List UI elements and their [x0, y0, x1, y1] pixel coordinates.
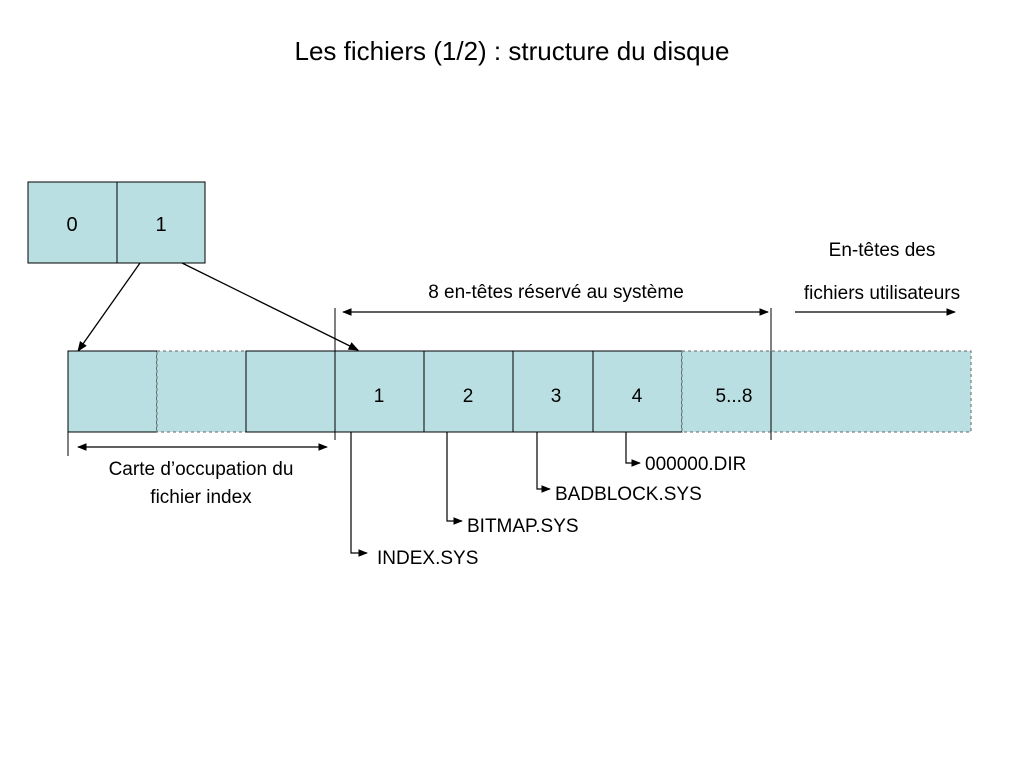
index-map-block-2 — [156, 350, 247, 433]
pointer-index-sys — [350, 432, 368, 557]
user-headers-label-line1: En-têtes des — [829, 240, 936, 261]
system-header-4 — [592, 350, 683, 433]
disk-strip: 1 2 3 4 5...8 — [67, 308, 972, 440]
index-map-label-line2: fichier index — [150, 487, 252, 508]
system-header-1-label: 1 — [374, 386, 385, 407]
boot-block-0-label: 0 — [66, 214, 77, 236]
system-header-2-label: 2 — [463, 386, 474, 407]
system-header-5-8-label: 5...8 — [716, 386, 753, 407]
pointer-bitmap-sys — [446, 432, 463, 525]
system-header-3-label: 3 — [551, 386, 562, 407]
file-index-sys: INDEX.SYS — [377, 548, 478, 569]
system-header-3 — [512, 350, 594, 433]
arrow-to-index-map — [77, 262, 141, 352]
remaining-headers-region — [681, 350, 972, 433]
file-bitmap-sys: BITMAP.SYS — [467, 516, 579, 537]
system-header-2 — [423, 350, 514, 433]
boot-block-1-label: 1 — [155, 214, 166, 236]
file-dir: 000000.DIR — [645, 454, 746, 475]
slide-title: Les fichiers (1/2) : structure du disque — [294, 36, 730, 66]
pointer-dir — [625, 432, 641, 467]
boot-block-1 — [116, 181, 206, 264]
index-map-block-1 — [67, 350, 158, 433]
boot-blocks: 0 1 — [27, 181, 206, 264]
arrow-to-index-header — [181, 262, 359, 351]
boot-block-0 — [27, 181, 118, 264]
index-map-block-3 — [245, 350, 336, 433]
system-header-1 — [334, 350, 425, 433]
index-map-label-line1: Carte d’occupation du — [109, 459, 294, 480]
system-span-label: 8 en-têtes réservé au système — [428, 282, 684, 303]
system-header-4-label: 4 — [632, 386, 643, 407]
user-headers-label-line2: fichiers utilisateurs — [804, 283, 960, 304]
file-badblock-sys: BADBLOCK.SYS — [555, 484, 702, 505]
pointer-badblock-sys — [536, 432, 551, 493]
